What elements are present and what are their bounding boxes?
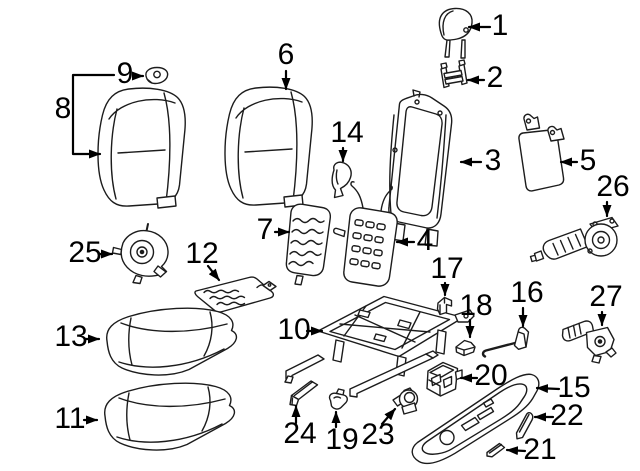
- part-20-seat-switch: [426, 361, 463, 397]
- part-7-back-heater-pad: [285, 203, 332, 286]
- part-2-headrest-guide: [440, 59, 468, 89]
- callout-leaders: [71, 22, 612, 456]
- part-3-seat-back-frame: [388, 89, 453, 247]
- leader-23: [380, 407, 397, 426]
- part-26-recline-motor: [529, 216, 619, 263]
- part-12-cushion-heater: [194, 276, 277, 313]
- part-14-handle: [331, 161, 352, 199]
- part-13-cushion-pad: [106, 307, 238, 376]
- part-25-blower-motor: [111, 223, 169, 285]
- part-9-grommet: [145, 66, 169, 85]
- part-17-clip: [436, 296, 453, 316]
- part-5-back-panel: [518, 113, 565, 192]
- part-21-trim-cap: [486, 442, 506, 458]
- leader-12: [206, 264, 221, 282]
- part-27-track-motor: [561, 320, 617, 364]
- part-19-clip: [328, 388, 348, 410]
- leader-8: [71, 73, 116, 159]
- part-15-side-shield: [411, 373, 540, 465]
- part-22-trim-cap: [515, 412, 534, 440]
- part-16-rod: [481, 326, 530, 358]
- part-10-seat-track: [284, 295, 475, 398]
- part-1-headrest: [438, 7, 473, 59]
- leader-21: [505, 446, 527, 456]
- leader-15: [535, 384, 561, 393]
- part-4-lumbar-mat: [333, 181, 398, 287]
- part-24-bracket: [289, 380, 319, 407]
- part-23-switch-knob: [392, 387, 419, 415]
- part-8-seat-back-cover: [97, 87, 186, 209]
- part-18-clip: [455, 339, 476, 357]
- part-11-cushion-cover: [104, 382, 236, 451]
- part-6-seat-back-cover: [224, 86, 313, 208]
